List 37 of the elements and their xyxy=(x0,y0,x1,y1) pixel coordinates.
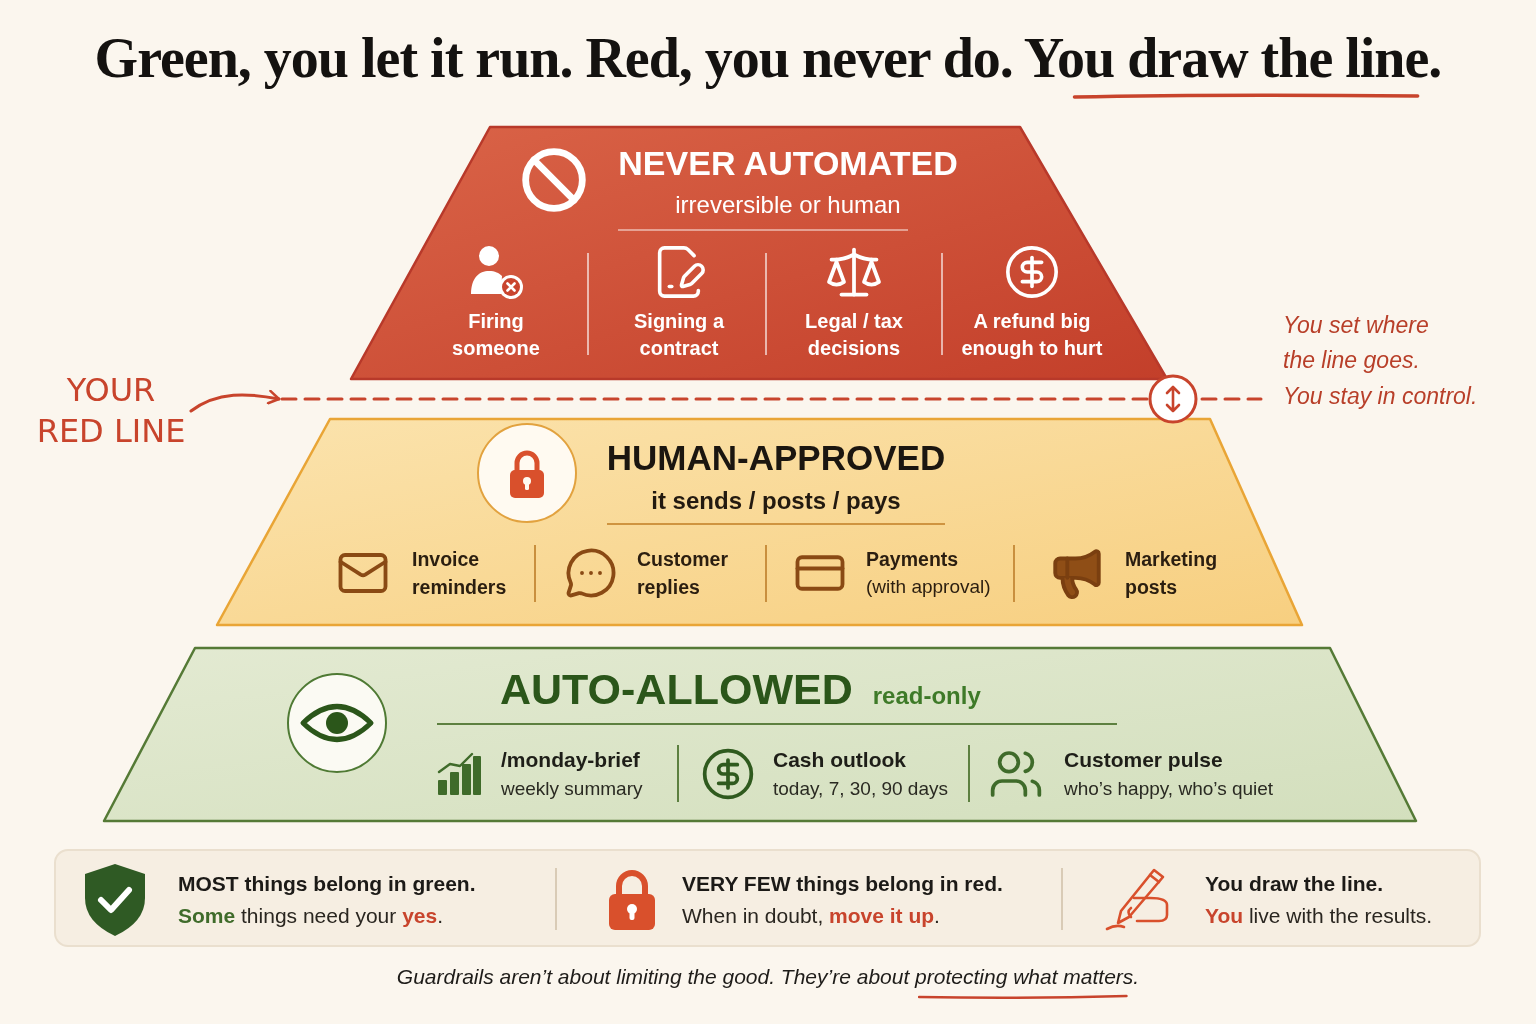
tier-title: AUTO-ALLOWED xyxy=(500,664,853,714)
item-description: (with approval) xyxy=(866,575,992,599)
item-label: MOST things belong in green. xyxy=(178,871,476,897)
handwritten-note: You set where the line goes. xyxy=(1283,311,1430,375)
item-label: Payments xyxy=(866,547,960,572)
item-description: Some things need your yes. xyxy=(178,903,445,929)
tier-title: HUMAN-APPROVED xyxy=(606,437,946,479)
item-description: When in doubt, move it up. xyxy=(682,903,941,929)
item-description: today, 7, 30, 90 days xyxy=(773,777,948,801)
caption: Guardrails aren’t about limiting the good. They’re about protecting what matters. xyxy=(396,964,1140,990)
item-label: Signing a contract xyxy=(633,309,726,361)
item-description: You live with the results. xyxy=(1205,903,1433,929)
item-description: who’s happy, who’s quiet xyxy=(1064,777,1274,801)
tier-band xyxy=(214,416,1305,628)
tier-title: NEVER AUTOMATED xyxy=(618,143,958,183)
item-label: Customer pulse xyxy=(1064,747,1224,773)
tier-subtitle: read-only xyxy=(872,681,981,711)
item-label: VERY FEW things belong in red. xyxy=(682,871,1003,897)
item-label: /monday-brief xyxy=(501,747,641,773)
handwritten-note: You stay in control. xyxy=(1283,382,1479,411)
item-label: Firing someone xyxy=(451,309,541,361)
title: Green, you let it run. Red, you never do. You draw the line. xyxy=(94,26,1442,91)
item-label: Marketing posts xyxy=(1125,547,1219,600)
item-label: Cash outlook xyxy=(773,747,907,773)
item-label: Legal / tax decisions xyxy=(804,309,904,361)
item-description: weekly summary xyxy=(501,777,643,801)
curved-arrow xyxy=(189,389,281,413)
tier-subtitle: it sends / posts / pays xyxy=(651,486,901,516)
item-label: Customer replies xyxy=(637,547,730,600)
item-label: A refund big enough to hurt xyxy=(960,309,1104,361)
dashed-divider-line xyxy=(280,396,1263,402)
handwritten-label: YOUR RED LINE xyxy=(32,370,190,452)
tier-subtitle: irreversible or human xyxy=(675,190,901,220)
summary-panel xyxy=(54,849,1481,947)
tier-band xyxy=(101,645,1419,824)
item-label: You draw the line. xyxy=(1205,871,1385,897)
item-label: Invoice reminders xyxy=(412,547,508,600)
